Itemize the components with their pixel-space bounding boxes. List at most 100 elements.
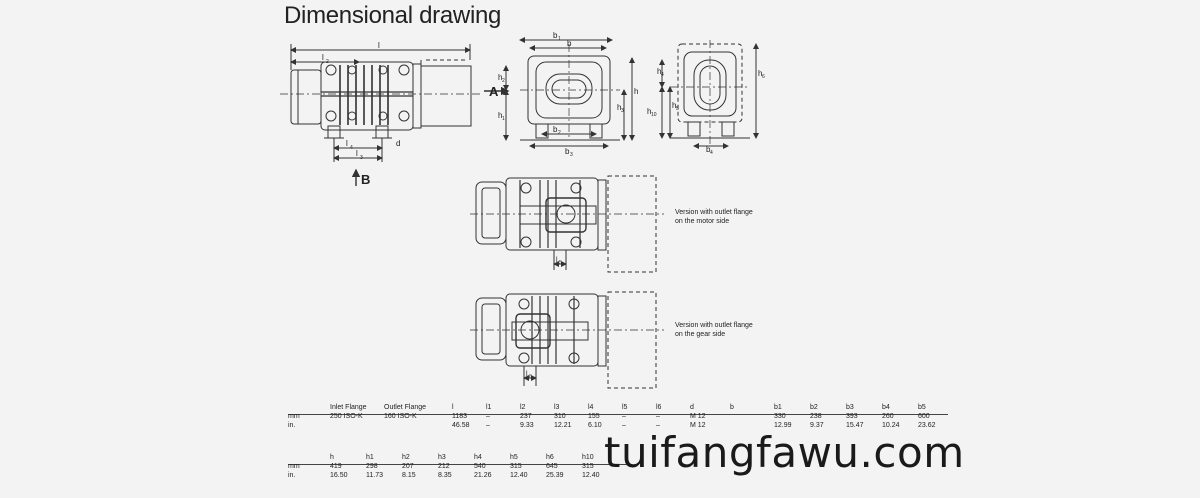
- dim-h5-sub: 5: [676, 106, 679, 112]
- dim-h10-sub: 10: [651, 112, 657, 118]
- table-cell: M 12: [690, 413, 706, 420]
- table-cell: 315: [510, 463, 522, 470]
- dim-h3: h: [617, 103, 621, 112]
- dim-h4: h: [657, 67, 661, 76]
- dim-l3-sub: 3: [360, 155, 363, 161]
- note-gear-side-line1: Version with outlet flange: [675, 322, 753, 329]
- table-cell: l: [452, 404, 454, 411]
- side-view: [280, 44, 480, 186]
- table-cell: h5: [510, 454, 518, 461]
- table-cell: 21.26: [474, 472, 492, 479]
- dim-h4-sub: 4: [661, 72, 664, 78]
- table-cell: h2: [402, 454, 410, 461]
- note-motor-side-line2: on the motor side: [675, 218, 730, 225]
- table-cell: 11.73: [366, 472, 383, 479]
- dim-h2: h: [498, 73, 502, 82]
- table-cell: l6: [656, 404, 662, 411]
- note-gear-side-line2: on the gear side: [675, 331, 726, 338]
- dim-l5-motor-sub: 5: [559, 260, 562, 266]
- table-cell: mm: [288, 463, 300, 470]
- table-cell: 155: [588, 413, 600, 420]
- table-cell: in.: [288, 472, 296, 479]
- dim-d: d: [396, 139, 400, 148]
- table-cell: h1: [366, 454, 374, 461]
- table-cell: b5: [918, 404, 926, 411]
- table-cell: 419: [330, 463, 342, 470]
- table-cell: 160 ISO-K: [384, 413, 417, 420]
- dim-b4-sub: 4: [710, 150, 713, 156]
- table-cell: [288, 453, 330, 462]
- view-a-label: A: [489, 84, 499, 99]
- table-cell: 315: [582, 463, 594, 470]
- dim-h: h: [634, 87, 638, 96]
- table2-rule: [288, 464, 628, 465]
- dim-h1: h: [498, 111, 502, 120]
- view-b-label: B: [361, 172, 370, 187]
- dim-b3-sub: 3: [570, 152, 573, 158]
- table-cell: mm: [288, 413, 300, 420]
- dim-h2-sub: 2: [502, 78, 505, 84]
- table-cell: 393: [846, 413, 858, 420]
- table-cell: 12.40: [510, 472, 528, 479]
- dim-l2: l: [322, 53, 324, 62]
- table-cell: [330, 421, 384, 430]
- table-cell: l5: [622, 404, 628, 411]
- table-cell: 25.39: [546, 472, 564, 479]
- top-view-gear-side: [470, 291, 664, 389]
- table-cell: l2: [520, 404, 526, 411]
- table-cell: [384, 421, 452, 430]
- dim-b1-sub: 1: [558, 36, 561, 42]
- table-cell: –: [622, 422, 626, 429]
- table-cell: 540: [474, 463, 486, 470]
- table1-rule: [288, 414, 948, 415]
- end-view: [659, 40, 759, 149]
- table-cell: h: [330, 454, 334, 461]
- table-cell: 250 ISO-K: [330, 413, 363, 420]
- note-gear-side: Version with outlet flange on the gear s…: [675, 321, 753, 339]
- table-cell: 12.40: [582, 472, 600, 479]
- table-cell: b: [730, 404, 734, 411]
- table-cell: –: [656, 413, 660, 420]
- table-cell: M 12: [690, 422, 706, 429]
- table-cell: b2: [810, 404, 818, 411]
- table-cell: 12.99: [774, 422, 792, 429]
- table-cell: b4: [882, 404, 890, 411]
- dim-h10: h: [647, 107, 651, 116]
- table-cell: 9.33: [520, 422, 534, 429]
- table-cell: Inlet Flange: [330, 404, 367, 411]
- dim-l6-gear-sub: 6: [529, 374, 532, 380]
- table-cell: –: [486, 413, 490, 420]
- top-view-motor-side: [470, 175, 664, 273]
- table-cell: b3: [846, 404, 854, 411]
- table-cell: l3: [554, 404, 560, 411]
- dim-l2-sub: 2: [326, 59, 329, 65]
- table-cell: 23.62: [918, 422, 936, 429]
- table-cell: 645: [546, 463, 558, 470]
- dim-l1: l: [378, 41, 380, 50]
- table-cell: 330: [774, 413, 786, 420]
- table-cell: l1: [486, 404, 492, 411]
- dim-h5: h: [672, 101, 676, 110]
- table-cell: h6: [546, 454, 554, 461]
- dim-b1: b: [553, 31, 558, 40]
- table-cell: d: [690, 404, 694, 411]
- table-cell: 310: [554, 413, 566, 420]
- table-cell: h10: [582, 454, 594, 461]
- table-cell: Outlet Flange: [384, 404, 427, 411]
- note-motor-side-line1: Version with outlet flange: [675, 209, 753, 216]
- dim-h6: h: [758, 69, 762, 78]
- table-cell: h4: [474, 454, 482, 461]
- table-cell: 9.37: [810, 422, 824, 429]
- table-cell: 10.24: [882, 422, 900, 429]
- table-cell: –: [486, 422, 490, 429]
- table-cell: 12.21: [554, 422, 572, 429]
- table-cell: in.: [288, 422, 296, 429]
